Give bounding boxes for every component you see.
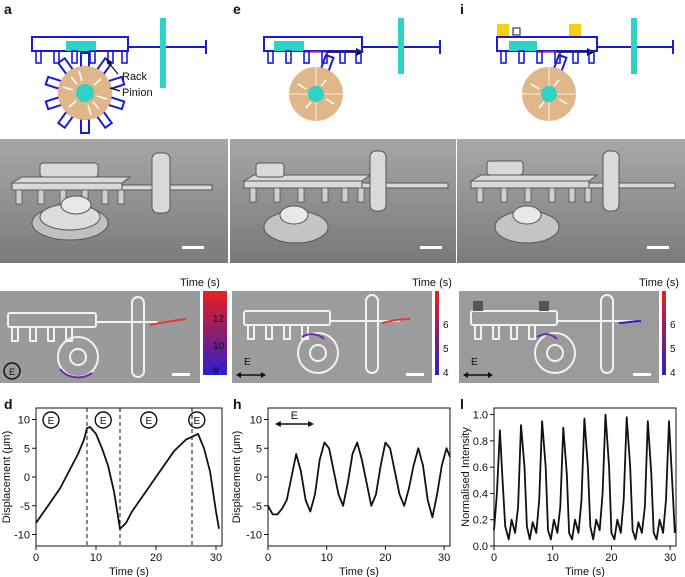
gold-pad-left: [497, 24, 509, 37]
y-tick-label-h-1: 5: [256, 443, 262, 455]
colorbar-c: [203, 291, 227, 375]
rotation-marker-d-1: [94, 411, 112, 429]
y-tick-label-d-4: -10: [14, 530, 30, 542]
y-tick-label-l-5: 0.0: [473, 541, 488, 553]
panel-label-i: i: [460, 1, 464, 17]
field-arrow-left-head-h: [274, 421, 281, 427]
schematic-i: [496, 18, 674, 121]
x-axis-label-h: Time (s): [339, 566, 379, 577]
svg-text:E: E: [9, 367, 15, 377]
micrograph-k: E: [459, 291, 659, 383]
rotation-marker-label-d-3: E: [193, 416, 200, 427]
gold-pad-right: [569, 24, 581, 37]
y-tick-label-l-1: 0.8: [473, 436, 488, 448]
micrograph-c: E: [0, 291, 200, 383]
rotation-marker-label-d-2: E: [145, 416, 152, 427]
field-label-g: E: [244, 357, 251, 368]
x-tick-label-d-2: 20: [150, 552, 162, 564]
series-line-h-0: [267, 441, 451, 519]
series-line-d-0: [35, 426, 220, 530]
colorbar-tick-c-2: 8: [213, 366, 219, 377]
y-tick-label-d-3: -5: [20, 501, 30, 513]
colorbar-tick-c-1: 10: [213, 341, 225, 352]
panel-label-l: l: [460, 396, 464, 412]
rack-block: [66, 41, 96, 51]
pinion-gear: [44, 52, 126, 134]
y-tick-label-h-2: 0: [256, 472, 262, 484]
field-label-k: E: [471, 357, 478, 368]
y-tick-label-h-0: 10: [250, 415, 262, 427]
y-axis-label-l: Normalised Intensity: [460, 427, 472, 527]
schematic-e: [263, 18, 441, 121]
panel-label-h: h: [233, 396, 242, 412]
x-tick-label-d-0: 0: [33, 552, 39, 564]
x-axis-label-l: Time (s): [565, 566, 605, 577]
x-tick-label-l-2: 20: [605, 552, 617, 564]
y-tick-label-h-4: -10: [246, 530, 262, 542]
colorbar-tick-g-1: 5: [443, 344, 449, 355]
y-tick-label-l-2: 0.6: [473, 462, 488, 474]
colorbar-tick-g-0: 6: [443, 320, 449, 331]
colorbar-tick-k-1: 5: [670, 344, 676, 355]
colorbar-title-k: Time (s): [639, 277, 679, 289]
x-tick-label-h-1: 10: [321, 552, 333, 564]
y-tick-label-d-2: 0: [24, 472, 30, 484]
colorbar-title-g: Time (s): [412, 277, 452, 289]
x-tick-label-l-3: 30: [664, 552, 676, 564]
panel-label-a: a: [4, 1, 12, 17]
plot-frame-d: [35, 407, 223, 547]
y-axis-label-d: Displacement (μm): [1, 431, 13, 524]
colorbar-g: [435, 291, 439, 375]
colorbar-k: [662, 291, 666, 375]
field-annotation-h: E: [291, 410, 298, 422]
field-arrow-right-head-h: [308, 421, 315, 427]
x-axis-label-d: Time (s): [109, 566, 149, 577]
x-tick-label-d-3: 30: [210, 552, 222, 564]
rack-label: Rack: [122, 71, 148, 83]
rotation-marker-d-2: [140, 411, 158, 429]
y-tick-label-d-1: 5: [24, 443, 30, 455]
y-tick-label-l-0: 1.0: [473, 410, 488, 422]
x-tick-label-h-0: 0: [265, 552, 271, 564]
plot-frame-h: [267, 407, 451, 547]
y-tick-label-d-0: 10: [18, 415, 30, 427]
x-tick-label-l-0: 0: [491, 552, 497, 564]
colorbar-tick-k-2: 4: [670, 368, 676, 379]
rotation-marker-d-0: [42, 411, 60, 429]
sem-image-j: [457, 139, 685, 263]
rotation-marker-label-d-1: E: [100, 416, 107, 427]
y-tick-label-l-4: 0.2: [473, 515, 488, 527]
schematic-a: Rack Pinion: [31, 18, 207, 134]
sem-image-b: [0, 139, 228, 263]
colorbar-tick-k-0: 6: [670, 320, 676, 331]
x-tick-label-h-3: 30: [438, 552, 450, 564]
series-line-l-0: [493, 413, 676, 541]
x-tick-label-d-1: 10: [90, 552, 102, 564]
y-tick-label-l-3: 0.4: [473, 488, 488, 500]
plot-frame-l: [493, 407, 677, 547]
stopper: [160, 18, 166, 88]
colorbar-tick-g-2: 4: [443, 368, 449, 379]
colorbar-title-c: Time (s): [180, 277, 220, 289]
y-axis-label-h: Displacement (μm): [231, 431, 243, 524]
x-tick-label-h-2: 20: [379, 552, 391, 564]
sem-image-f: [230, 139, 456, 263]
panel-label-d: d: [4, 396, 13, 412]
rotation-marker-d-3: [188, 411, 206, 429]
pinion-label: Pinion: [122, 87, 153, 99]
micrograph-g: E: [232, 291, 432, 383]
rotation-marker-label-d-0: E: [48, 416, 55, 427]
x-tick-label-l-1: 10: [547, 552, 559, 564]
y-tick-label-h-3: -5: [252, 501, 262, 513]
colorbar-tick-c-0: 12: [213, 314, 225, 325]
panel-label-e: e: [233, 1, 241, 17]
